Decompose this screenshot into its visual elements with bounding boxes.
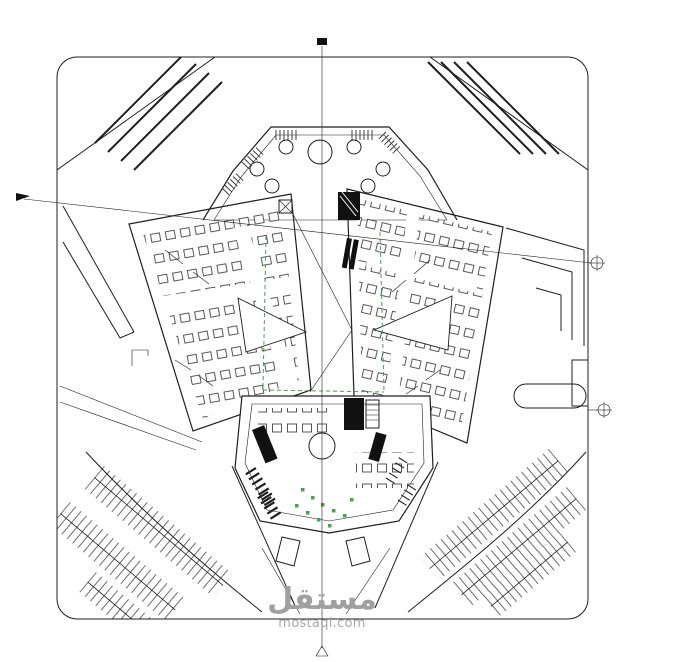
plaza-column-large [307,139,333,165]
parking-southeast [374,449,587,617]
hall-east [346,188,504,444]
survey-marker-east-lower [588,402,612,418]
counter-ticks-east [385,457,408,484]
south-access-road [261,536,391,615]
triangle-icon [315,645,329,657]
hall-west [128,193,312,432]
stair-core-south [344,398,364,430]
parking-southwest [57,451,297,619]
stair-core-west [252,425,278,464]
planting-dots [295,488,354,528]
stair-south-east [365,399,380,429]
circle-crosshair-icon [589,255,605,271]
counter-ticks-west [245,467,276,506]
survey-line-upper [16,193,605,271]
south-block [234,395,434,534]
site-boundary [56,56,589,620]
landscape-hatch-northeast [427,57,588,171]
escalator [341,238,359,270]
landscape-hatch-northwest [57,57,223,171]
misc-marker-west [131,349,149,366]
stair-core-east [368,432,387,462]
road-west [59,205,203,451]
road-east [505,227,589,409]
flag-icon [16,193,30,201]
axis-centerline [315,38,329,657]
stair-core-north [338,192,360,220]
circle-crosshair-icon [596,402,612,418]
filled-square-icon [317,38,327,45]
atrium [262,191,385,393]
